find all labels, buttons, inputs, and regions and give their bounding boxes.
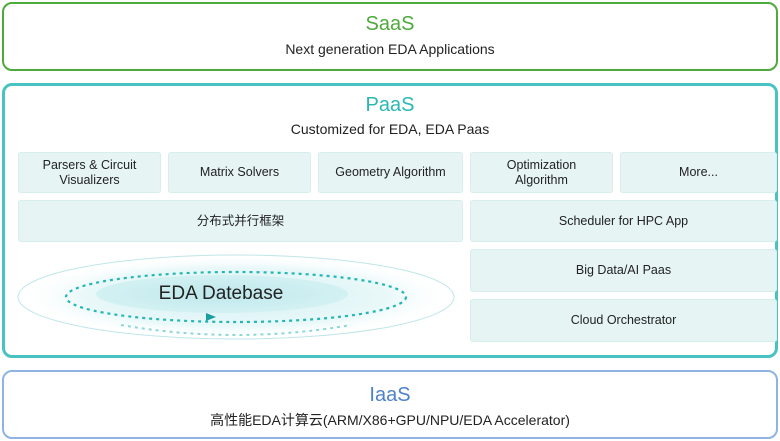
distributed-parallel-framework: 分布式并行框架 (18, 200, 463, 242)
paas-subtitle: Customized for EDA, EDA Paas (290, 121, 490, 137)
paas-title: PaaS (365, 94, 415, 116)
module-more: More... (620, 152, 777, 193)
inner-core (96, 275, 348, 313)
database-label: EDA Datebase (158, 283, 284, 304)
service-big-data-ai: Big Data/AI Paas (470, 249, 777, 292)
module-optimization-algorithm: Optimization Algorithm (470, 152, 613, 193)
iaas-title: IaaS (369, 384, 411, 406)
saas-subtitle: Next generation EDA Applications (285, 41, 495, 57)
saas-title: SaaS (365, 13, 415, 35)
iaas-layer: IaaS 高性能EDA计算云(ARM/X86+GPU/NPU/EDA Accel… (2, 370, 778, 439)
eda-database-diagram: EDA Datebase (16, 253, 456, 363)
paas-layer: PaaS Customized for EDA, EDA Paas Parser… (2, 83, 778, 358)
module-parsers-circuit-visualizers: Parsers & Circuit Visualizers (18, 152, 161, 193)
service-scheduler-hpc: Scheduler for HPC App (470, 200, 777, 242)
lower-dashed-arc (120, 324, 352, 336)
database-ring-graphic (17, 254, 455, 340)
saas-layer: SaaS Next generation EDA Applications (2, 2, 778, 71)
iaas-subtitle: 高性能EDA计算云(ARM/X86+GPU/NPU/EDA Accelerato… (210, 412, 570, 428)
orbit-arrow-head (206, 313, 216, 321)
module-geometry-algorithm: Geometry Algorithm (318, 152, 463, 193)
dashed-orbit (64, 270, 408, 324)
service-cloud-orchestrator: Cloud Orchestrator (470, 299, 777, 342)
module-matrix-solvers: Matrix Solvers (168, 152, 311, 193)
